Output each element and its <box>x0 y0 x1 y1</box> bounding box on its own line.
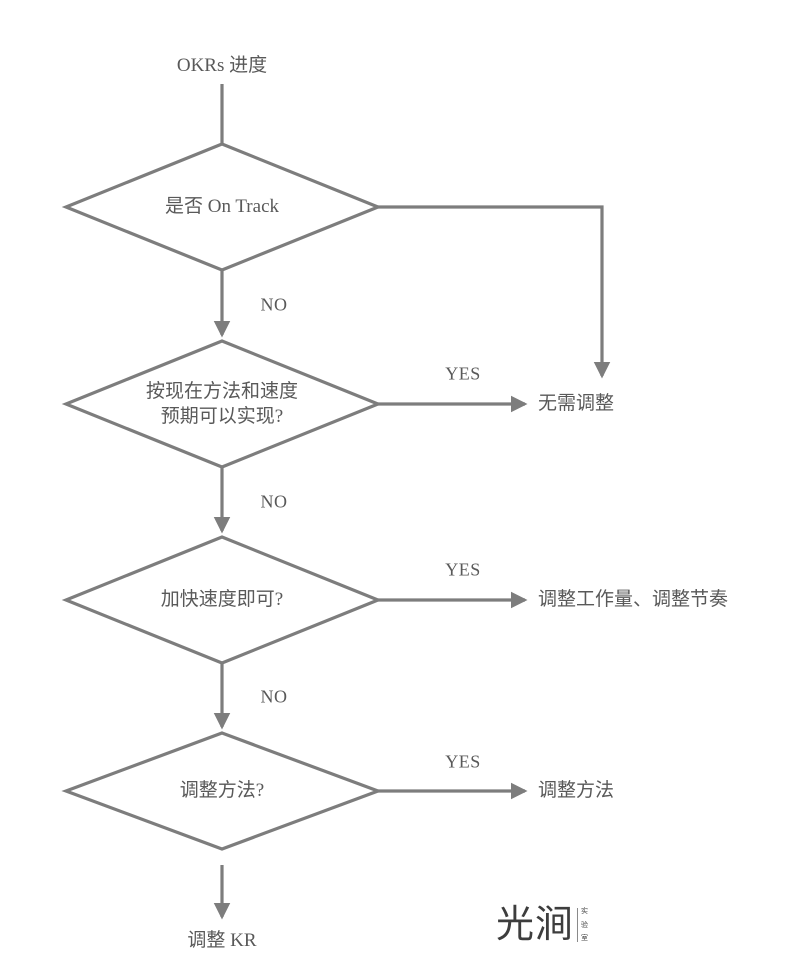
brand-logo-sub: 实 验 室 <box>577 908 588 942</box>
brand-logo-main: 光涧 <box>495 904 575 946</box>
edge-label-d3-yes: YES <box>445 559 481 580</box>
brand-logo-sub-char-2: 验 <box>581 920 589 929</box>
decision-2-label: 按现在方法和速度 预期可以实现? <box>146 379 298 429</box>
edge-label-d2-no: NO <box>260 491 288 512</box>
decision-2-label-line1: 按现在方法和速度 <box>145 380 299 402</box>
edge-d1-yes <box>378 205 611 379</box>
brand-logo-sub-char-3: 室 <box>581 934 589 942</box>
edge-label-d2-yes: YES <box>445 363 481 384</box>
decision-1-label: 是否 On Track <box>164 195 280 217</box>
brand-logo-sub-char-1: 实 <box>581 907 589 915</box>
outcome-2-label: 调整工作量、调整节奏 <box>538 588 729 610</box>
brand-logo: 光涧 实 验 室 <box>496 906 588 944</box>
decision-3-label: 加快速度即可? <box>160 588 284 610</box>
edge-label-d4-yes: YES <box>445 751 481 772</box>
outcome-3-label: 调整方法 <box>538 779 615 801</box>
edge-label-d3-no: NO <box>260 686 288 707</box>
start-node-label: OKRs 进度 <box>176 54 268 76</box>
decision-4-label: 调整方法? <box>179 779 265 801</box>
decision-4-shape <box>61 731 383 851</box>
outcome-1-label: 无需调整 <box>538 392 615 414</box>
edge-label-d1-no: NO <box>260 294 288 315</box>
decision-2-label-line2: 预期可以实现? <box>160 406 284 427</box>
outcome-4-label: 调整 KR <box>187 929 257 951</box>
